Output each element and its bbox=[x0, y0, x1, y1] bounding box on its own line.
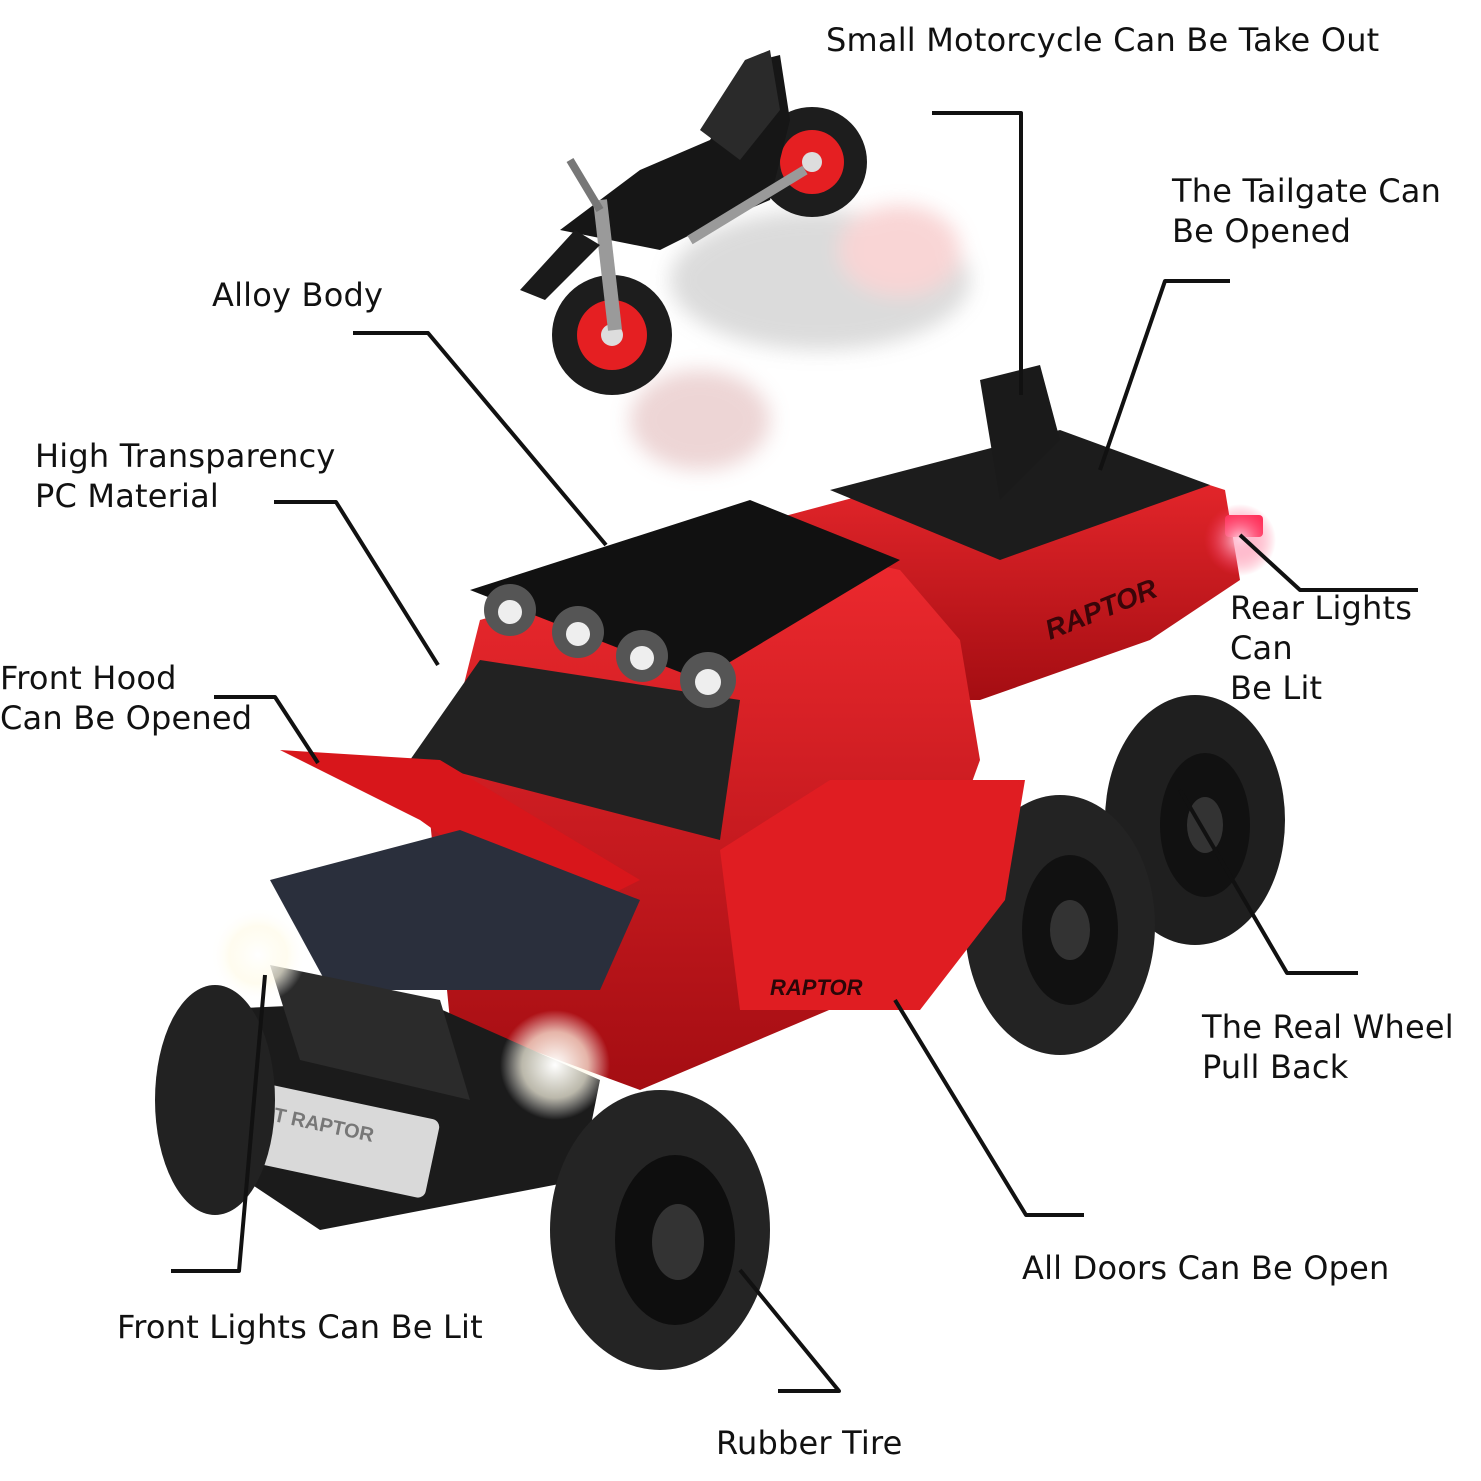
callout-rear-lights: Rear Lights Can Be Lit bbox=[1230, 589, 1413, 707]
rear-tire-back bbox=[1105, 695, 1285, 945]
rear-light-glow bbox=[1204, 504, 1276, 576]
windshield bbox=[410, 660, 740, 840]
front-tire-right bbox=[550, 1090, 770, 1370]
leader-line-rear-lights bbox=[1238, 533, 1418, 592]
leader-line-rubber-tire bbox=[738, 1268, 841, 1393]
leader-line-tailgate bbox=[1098, 279, 1230, 471]
callout-front-lights: Front Lights Can Be Lit bbox=[117, 1308, 483, 1346]
leader-line-doors bbox=[893, 998, 1084, 1217]
roof-light-bar bbox=[484, 584, 736, 708]
leader-line-front-hood bbox=[214, 695, 320, 765]
callout-wheel-pullback: The Real Wheel Pull Back bbox=[1202, 1008, 1454, 1086]
right-headlight-glow bbox=[500, 1010, 610, 1120]
grille bbox=[270, 965, 470, 1100]
engine-bay bbox=[270, 830, 640, 990]
motorcycle-frame bbox=[560, 55, 790, 250]
leader-lines bbox=[171, 111, 1418, 1393]
leader-line-alloy-body bbox=[353, 331, 608, 547]
callout-rubber-tire: Rubber Tire bbox=[716, 1424, 903, 1462]
roof-rack bbox=[470, 500, 900, 680]
left-headlight-glow bbox=[210, 907, 306, 1003]
front-tire-left bbox=[155, 985, 275, 1215]
door-raptor-text: RAPTOR bbox=[770, 975, 863, 1000]
callout-motorcycle: Small Motorcycle Can Be Take Out bbox=[826, 21, 1380, 59]
truck-bed-floor bbox=[830, 430, 1210, 560]
callout-alloy-body: Alloy Body bbox=[212, 276, 384, 314]
leader-line-wheel-pullback bbox=[1178, 788, 1358, 975]
motorcycle-fork bbox=[593, 199, 622, 331]
rear-tire-middle bbox=[965, 795, 1155, 1055]
motorcycle-handlebar bbox=[566, 157, 604, 213]
motorcycle-front-fender bbox=[520, 230, 600, 300]
motorcycle-motion-blur bbox=[630, 205, 970, 470]
motorcycle-swingarm bbox=[687, 165, 808, 245]
leader-line-pc-material bbox=[274, 500, 440, 667]
motorcycle-seat bbox=[700, 50, 780, 160]
leader-line-front-lights bbox=[171, 974, 267, 1273]
open-door bbox=[720, 780, 1025, 1010]
callout-doors: All Doors Can Be Open bbox=[1022, 1249, 1390, 1287]
leader-line-motorcycle bbox=[932, 111, 1023, 395]
spare-seat bbox=[980, 365, 1060, 500]
callout-tailgate: The Tailgate Can Be Opened bbox=[1172, 172, 1442, 250]
callout-pc-material: High Transparency PC Material bbox=[35, 437, 336, 515]
motorcycle-toy bbox=[520, 50, 867, 395]
pickup-truck-toy: RAPTOR RAPTOR BEAST RAPTOR bbox=[155, 365, 1285, 1370]
callout-front-hood: Front Hood Can Be Opened bbox=[0, 659, 253, 737]
motorcycle-front-wheel bbox=[552, 275, 672, 395]
